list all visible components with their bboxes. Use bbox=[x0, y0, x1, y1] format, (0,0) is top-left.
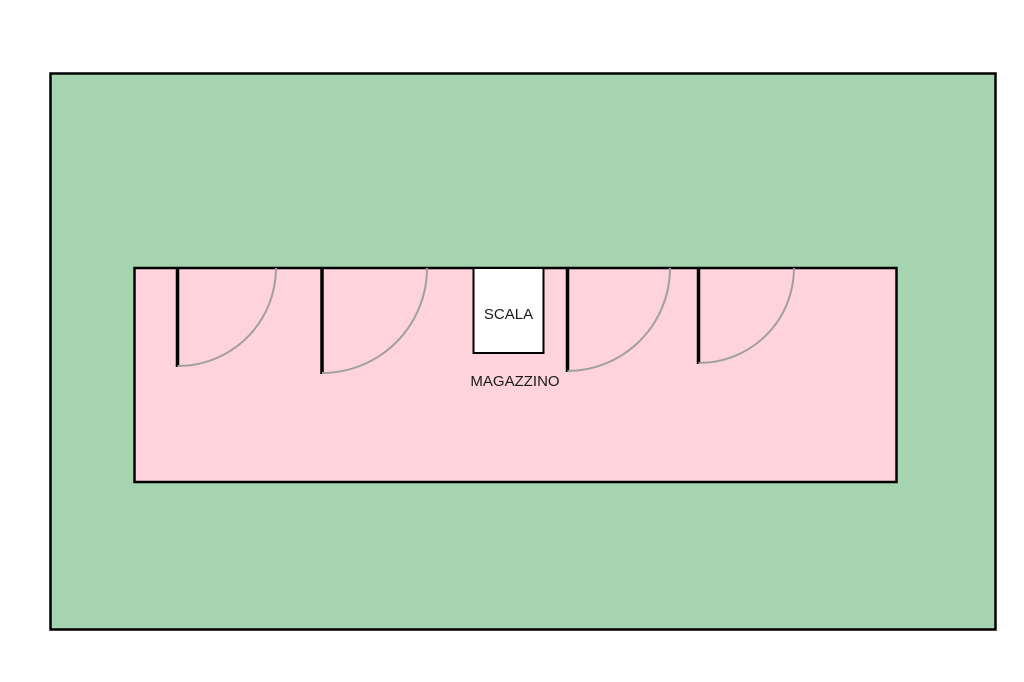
door-swing-icon bbox=[567, 267, 671, 372]
room-label: MAGAZZINO bbox=[470, 373, 559, 390]
door-swing-icon bbox=[177, 267, 277, 368]
stair-label: SCALA bbox=[484, 306, 533, 323]
stair-box bbox=[472, 267, 545, 354]
door-2 bbox=[320, 267, 428, 374]
door-swing-icon bbox=[321, 267, 428, 374]
stair: SCALA bbox=[472, 267, 545, 354]
door-4 bbox=[696, 267, 795, 365]
door-3 bbox=[565, 267, 671, 372]
door-1 bbox=[175, 267, 277, 368]
door-swing-icon bbox=[698, 267, 795, 365]
